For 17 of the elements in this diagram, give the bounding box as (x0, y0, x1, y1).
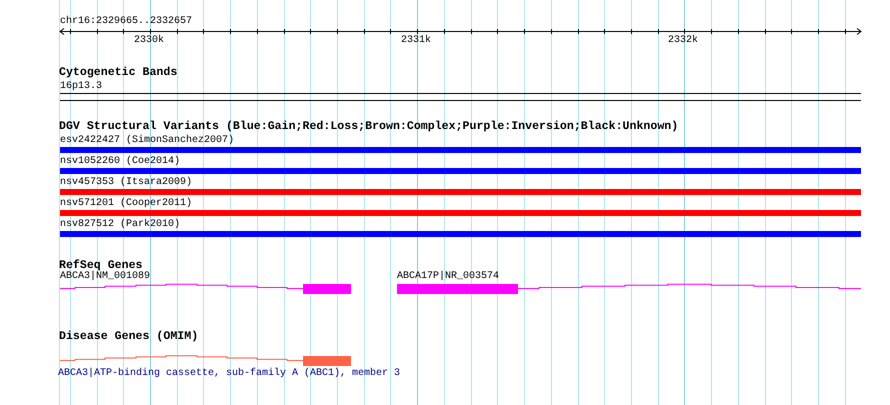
variant-label: nsv457353 (Itsara2009) (60, 177, 192, 188)
variant-label: nsv571201 (Cooper2011) (60, 198, 192, 209)
track-title: RefSeq Genes (59, 260, 142, 272)
gene-label: ABCA17P|NR_003574 (397, 271, 500, 282)
variant-label: nsv1052260 (Coe2014) (60, 156, 180, 167)
band-label: 16p13.3 (60, 81, 102, 92)
gene-label: ABCA3|ATP-binding cassette, sub-family A (ABC1), member 3 (58, 368, 400, 379)
variant-label: nsv827512 (Park2010) (60, 219, 180, 230)
track-title: Disease Genes (OMIM) (59, 331, 198, 343)
gene-label: ABCA3|NM_001089 (60, 271, 150, 282)
tick-label: 2332k (668, 35, 698, 46)
variant-label: esv2422427 (SimonSanchez2007) (60, 135, 234, 146)
tick-label: 2330k (134, 35, 164, 46)
coordinate-label: chr16:2329665..2332657 (60, 16, 192, 27)
tick-label: 2331k (401, 35, 432, 46)
track-title: DGV Structural Variants (Blue:Gain;Red:Loss;Brown:Complex;Purple:Inversion;Black:Unknown) (59, 121, 678, 133)
track-title: Cytogenetic Bands (59, 67, 178, 79)
